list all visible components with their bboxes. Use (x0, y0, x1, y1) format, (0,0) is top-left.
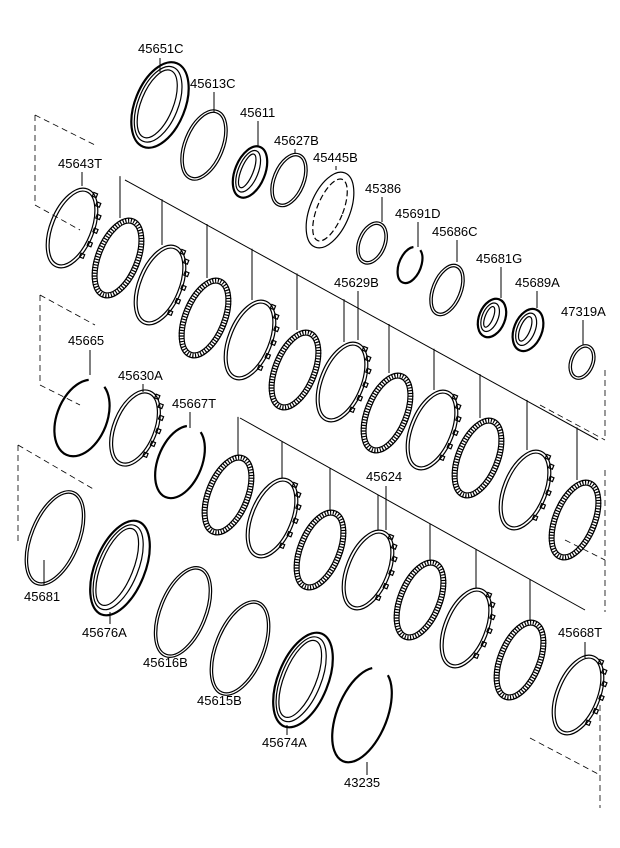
group-bracket (39, 384, 81, 406)
45665-part[interactable] (44, 374, 120, 465)
label-45689A[interactable]: 45689A (515, 275, 560, 290)
clutch-lower-1-part[interactable] (236, 471, 311, 566)
45445B-part[interactable] (296, 165, 363, 254)
clutch-upper-6-part[interactable] (351, 366, 423, 460)
45676A-part[interactable] (78, 512, 162, 623)
clutch-lower-3-part[interactable] (332, 523, 407, 618)
clutch-upper-10-part[interactable] (539, 473, 611, 567)
clutch-upper-0-part[interactable] (82, 211, 154, 305)
45386-part[interactable] (351, 217, 393, 268)
clutch-lower-6-part[interactable] (484, 613, 556, 707)
45630A-part[interactable] (100, 383, 173, 475)
label-45627B[interactable]: 45627B (274, 133, 319, 148)
clutch-upper-2-part[interactable] (169, 271, 241, 365)
label-45630A[interactable]: 45630A (118, 368, 163, 383)
label-45651C[interactable]: 45651C (138, 41, 184, 56)
label-45686C[interactable]: 45686C (432, 224, 478, 239)
leader-line (124, 179, 599, 441)
group-bracket (39, 294, 96, 326)
label-45616B[interactable]: 45616B (143, 655, 188, 670)
43235-part[interactable] (320, 662, 403, 771)
label-45611[interactable]: 45611 (240, 105, 275, 120)
group-bracket (17, 444, 96, 491)
clutch-upper-4-part[interactable] (259, 323, 331, 417)
label-45681[interactable]: 45681 (24, 589, 60, 604)
45611-part[interactable] (226, 141, 274, 202)
label-45668T[interactable]: 45668T (558, 625, 602, 640)
clutch-lower-4-part[interactable] (384, 553, 456, 647)
label-45643T[interactable]: 45643T (58, 156, 102, 171)
label-45386[interactable]: 45386 (365, 181, 401, 196)
clutch-upper-8-part[interactable] (442, 411, 514, 505)
45681-part[interactable] (13, 482, 97, 593)
45643T-part[interactable] (36, 181, 111, 276)
clutch-upper-5-part[interactable] (306, 335, 381, 430)
label-45676A[interactable]: 45676A (82, 625, 127, 640)
label-45615B[interactable]: 45615B (197, 693, 242, 708)
45651C-part[interactable] (120, 54, 200, 156)
group-bracket (564, 539, 606, 561)
label-43235[interactable]: 43235 (344, 775, 380, 790)
45616B-part[interactable] (143, 559, 223, 666)
label-45691D[interactable]: 45691D (395, 206, 441, 221)
group-bracket (34, 204, 81, 231)
45627B-part[interactable] (264, 148, 315, 212)
label-45665[interactable]: 45665 (68, 333, 104, 348)
group-bracket (539, 404, 606, 441)
group-bracket (529, 737, 601, 776)
clutch-lower-5-part[interactable] (430, 581, 505, 676)
clutch-upper-9-part[interactable] (489, 443, 564, 538)
label-45445B[interactable]: 45445B (313, 150, 358, 165)
45613C-part[interactable] (172, 103, 237, 187)
clutch-lower-2-part[interactable] (284, 503, 356, 597)
label-45624[interactable]: 45624 (366, 469, 402, 484)
45668T-part[interactable] (542, 648, 617, 743)
label-47319A[interactable]: 47319A (561, 304, 606, 319)
45691D-part[interactable] (393, 244, 427, 287)
label-45667T[interactable]: 45667T (172, 396, 216, 411)
45667T-part[interactable] (145, 420, 214, 505)
clutch-upper-7-part[interactable] (396, 383, 471, 478)
clutch-upper-3-part[interactable] (214, 293, 289, 388)
clutch-lower-0-part[interactable] (192, 448, 264, 542)
group-bracket (34, 114, 96, 146)
45689A-part[interactable] (507, 304, 549, 355)
45681G-part[interactable] (472, 295, 511, 342)
47319A-part[interactable] (564, 341, 600, 383)
label-45613C[interactable]: 45613C (190, 76, 236, 91)
45615B-part[interactable] (198, 592, 282, 703)
leader-line (239, 417, 586, 611)
label-45629B[interactable]: 45629B (334, 275, 379, 290)
45674A-part[interactable] (261, 624, 345, 735)
45686C-part[interactable] (423, 259, 471, 320)
clutch-upper-1-part[interactable] (124, 238, 199, 333)
label-45674A[interactable]: 45674A (262, 735, 307, 750)
label-45681G[interactable]: 45681G (476, 251, 522, 266)
